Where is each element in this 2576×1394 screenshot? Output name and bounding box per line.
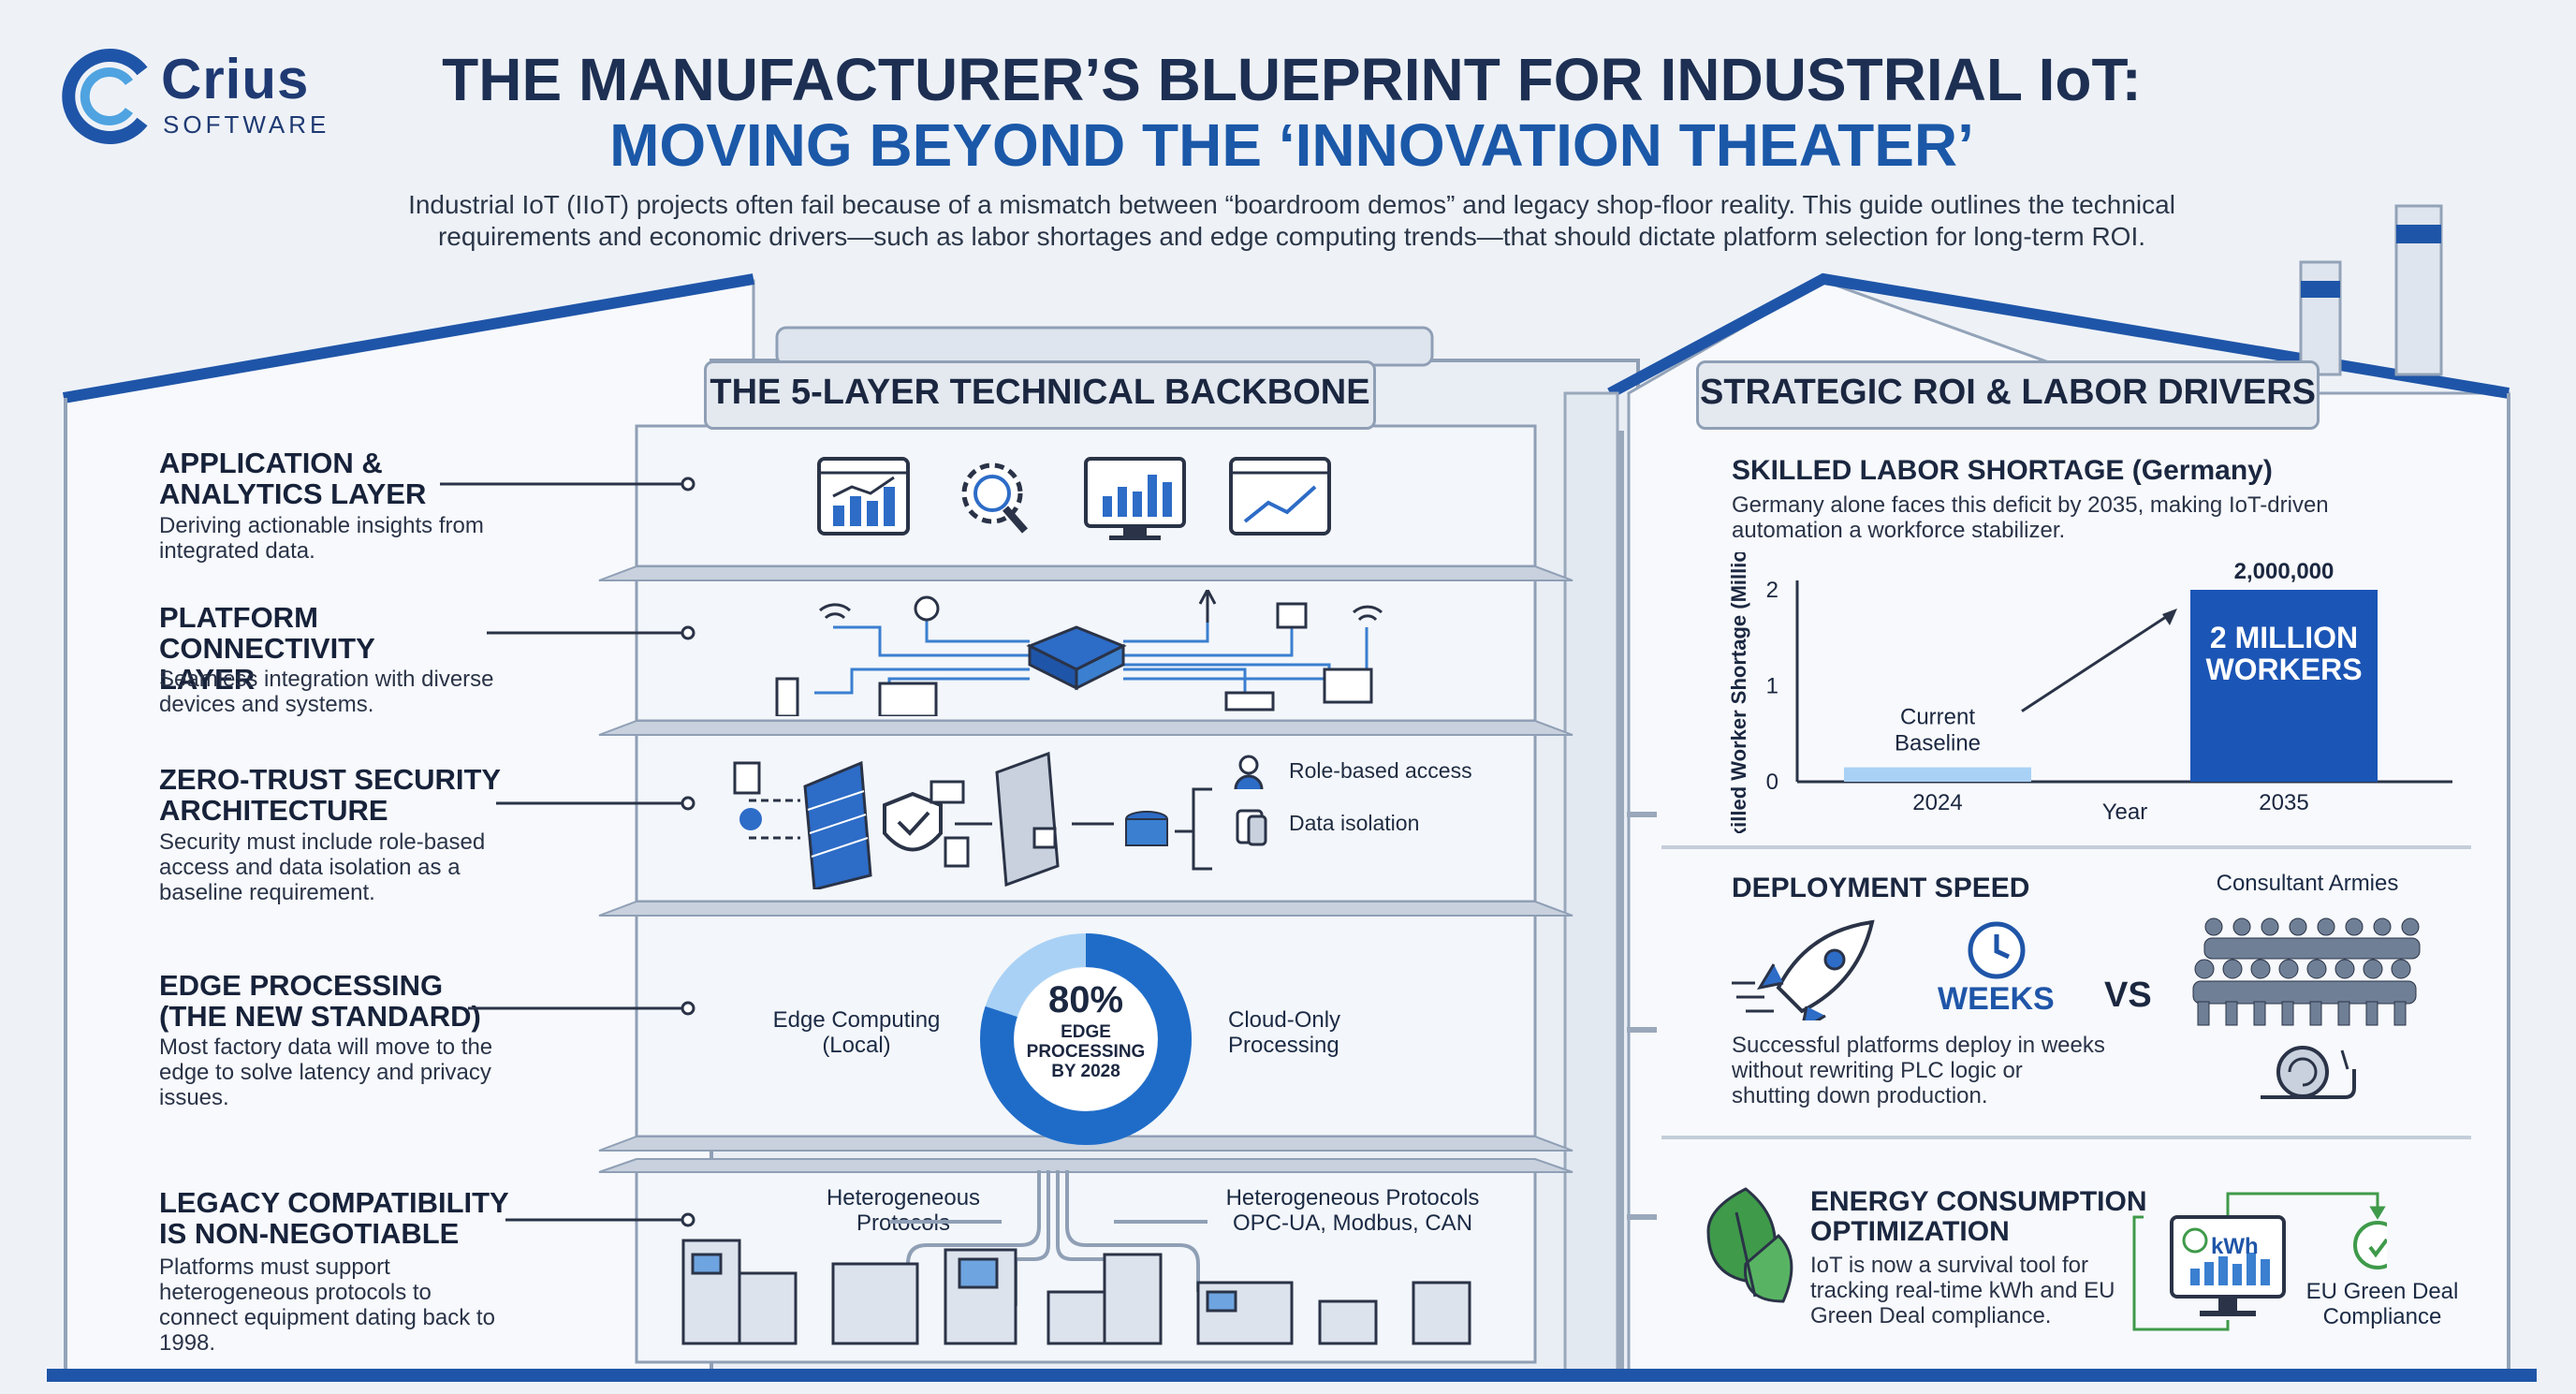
analytics-icons: [817, 457, 1331, 540]
connectivity-diagram: [775, 590, 1383, 716]
tablet-icon: [1323, 668, 1373, 704]
zero-trust-diagram: [733, 751, 1212, 889]
protocols-label-2: Heterogeneous Protocols: [1225, 1185, 1480, 1211]
eu-compliance-label: EU Green Deal Compliance: [2305, 1279, 2459, 1329]
protocols-sub-label: OPC-UA, Modbus, CAN: [1232, 1211, 1473, 1236]
server-icon: [878, 682, 938, 716]
kwh-monitor-icon: [2170, 1215, 2286, 1316]
plug-icon: [775, 677, 799, 716]
layer-head-edge: EDGE PROCESSING (THE NEW STANDARD): [159, 969, 481, 1033]
energy-desc: IoT is now a survival tool for tracking …: [1810, 1253, 2115, 1328]
chart-arrow-head: [2162, 609, 2177, 625]
chart-bar-label-2035: 2 MILLION: [2210, 621, 2358, 654]
snail-icon: [2261, 1046, 2356, 1099]
crius-logo-icon: [62, 49, 148, 144]
chart-y-tick: 2: [1766, 578, 1778, 603]
weeks-label: WEEKS: [1938, 981, 2055, 1017]
consultant-crowd-icon: [2192, 917, 2421, 1026]
chart-x-tick: 2024: [1912, 790, 1962, 815]
brand-name: Crius: [161, 48, 310, 110]
donut-edge-arc: [980, 933, 1192, 1145]
chip-icon: [1276, 602, 1308, 629]
chart-bar-label-baseline-2: Baseline: [1895, 731, 1981, 756]
rocket-icon: [1732, 919, 1875, 1020]
layer-desc-security: Security must include role-based access …: [159, 829, 486, 905]
chart-bar-label-baseline: Current: [1900, 705, 1975, 730]
brand-subtitle: SOFTWARE: [163, 110, 330, 139]
database-stack-icon: [1125, 811, 1168, 846]
chart-y-tick: 0: [1766, 770, 1778, 795]
chart-top-value-label: 2,000,000: [2234, 559, 2334, 584]
edge-right-label: Cloud-Only Processing: [1228, 1007, 1341, 1058]
edge-left-label: Edge Computing (Local): [772, 1007, 941, 1058]
envelope-icon: [929, 780, 965, 804]
deploy-desc: Successful platforms deploy in weeks wit…: [1732, 1033, 2105, 1108]
labor-title: SKILLED LABOR SHORTAGE (Germany): [1732, 455, 2273, 486]
dashboard-chart-icon: [817, 457, 910, 536]
layer-head-connectivity: PLATFORM CONNECTIVITY LAYER: [159, 601, 375, 696]
layer-desc-connectivity: Seamless integration with diverse device…: [159, 667, 494, 717]
router-icon: [1224, 691, 1275, 712]
edge-processing-donut: [980, 933, 1192, 1145]
deploy-title: DEPLOYMENT SPEED: [1732, 873, 2030, 903]
kwh-label: kWh: [2211, 1234, 2259, 1259]
clock-icon: [1968, 921, 2026, 979]
central-hub-icon: [1026, 625, 1127, 691]
chart-x-label: Year: [2102, 800, 2148, 825]
edge-pct: 80%: [1047, 979, 1124, 1020]
chart-x-tick: 2035: [2259, 790, 2308, 815]
roi-title-box: [1696, 360, 2320, 430]
chart-y-tick: 1: [1766, 674, 1778, 699]
legacy-machines-illustration: [681, 1170, 1471, 1345]
gear-magnifier-icon: [961, 462, 1029, 534]
chart-bar-label-2035-2: WORKERS: [2205, 653, 2362, 686]
role-based-access-label: Role-based access: [1289, 758, 1472, 783]
user-lock-icon: [1234, 755, 1264, 790]
document-icon: [733, 761, 761, 795]
backbone-title: THE 5-LAYER TECHNICAL BACKBONE: [710, 373, 1370, 412]
data-isolation-label: Data isolation: [1289, 811, 1420, 835]
page-title-line2: MOVING BEYOND THE ‘INNOVATION THEATER’: [609, 111, 1974, 179]
energy-flow-diagram: [2132, 1192, 2387, 1331]
edge-center-label: EDGE PROCESSING BY 2028: [1026, 1022, 1146, 1081]
chart-bar-2024: [1844, 767, 2031, 782]
globe-icon: [739, 808, 762, 830]
layer-desc-application: Deriving actionable insights from integr…: [159, 513, 484, 564]
recycle-check-icon: [2353, 1221, 2387, 1269]
consultants-label: Consultant Armies: [2216, 871, 2399, 896]
brick-wall-lock-icon: [995, 751, 1060, 888]
wifi-gear-icon: [914, 595, 940, 622]
labor-chart: 0 1 2 Skilled Worker Shortage (Millions) Yea…: [1727, 552, 2452, 833]
chart-growth-arrow: [2021, 611, 2173, 712]
leaf-icon: [1706, 1187, 1793, 1303]
page-title-line1: THE MANUFACTURER’S BLUEPRINT FOR INDUSTR…: [442, 46, 2142, 113]
layer-head-security: ZERO-TRUST SECURITY ARCHITECTURE: [159, 763, 501, 827]
backbone-title-box: [704, 360, 1376, 430]
shield-icon: [883, 791, 943, 852]
firewall-icon: [803, 760, 872, 889]
roi-title: STRATEGIC ROI & LABOR DRIVERS: [1700, 373, 2316, 412]
chart-y-label: Skilled Worker Shortage (Millions): [1727, 552, 1750, 833]
data-isolation-icon: [1236, 809, 1267, 846]
vs-label: VS: [2104, 976, 2152, 1015]
energy-title: ENERGY CONSUMPTION OPTIMIZATION: [1810, 1186, 2147, 1247]
browser-trend-icon: [1229, 457, 1331, 536]
layer-head-application: APPLICATION & ANALYTICS LAYER: [159, 447, 427, 510]
layer-desc-legacy: Platforms must support heterogeneous pro…: [159, 1255, 495, 1356]
chart-bar-2035: [2190, 590, 2378, 782]
legacy-machine-icons: [681, 1239, 1471, 1345]
layer-desc-edge: Most factory data will move to the edge …: [159, 1034, 493, 1110]
file-icon: [944, 836, 970, 868]
monitor-chart-icon: [1084, 457, 1186, 540]
layer-head-legacy: LEGACY COMPATIBILITY IS NON-NEGOTIABLE: [159, 1186, 509, 1250]
intro-text: Industrial IoT (IIoT) projects often fai…: [408, 190, 2175, 251]
labor-desc: Germany alone faces this deficit by 2035…: [1732, 492, 2329, 543]
leader-lines: [440, 477, 695, 1227]
